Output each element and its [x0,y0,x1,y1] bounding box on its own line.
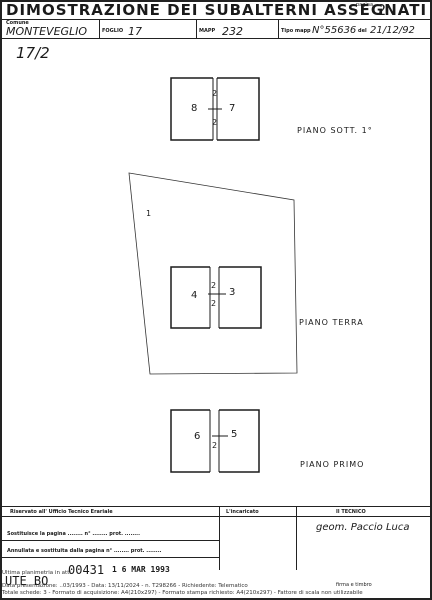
page-title: DIMOSTRAZIONE DEI SUBALTERNI ASSEGNATI [6,1,428,19]
signature-stamp-label: firma e timbro [336,582,372,588]
footer-divider [0,516,432,517]
level-label: PIANO SOTT. 1° [297,126,373,135]
subaltern-label: 1 [146,209,152,218]
header-divider [0,19,432,20]
stamp-date: 1 6 MAR 1993 [112,565,170,574]
technician-signature: geom. Paccio Luca [316,522,410,533]
meta-info: Ultima planimetria in atti [2,570,71,576]
comune-value: MONTEVEGLIO [6,25,88,38]
subaltern-label: 3 [229,287,236,298]
shared-subaltern-mark: 2 [212,89,218,98]
footer-divider [0,557,219,558]
appointee-label: L'incaricato [226,509,259,515]
footer-separator [219,506,220,570]
stamp-number: 00431 [68,563,105,577]
tipo-mappale-value: N°55636 [312,25,357,36]
del-value: 21/12/92 [370,25,415,36]
footer-divider [0,540,219,541]
subaltern-label: 5 [231,429,238,440]
subaltern-label: 6 [194,431,201,442]
shared-subaltern-mark: 2 [211,299,217,308]
footer-separator [296,506,297,570]
shared-subaltern-mark: 2 [211,281,217,290]
pagina-label: pagina [356,2,374,8]
area-boundary [128,172,298,375]
subaltern-label: 4 [191,290,198,301]
reference-number: 17/2 [16,44,50,62]
office-reserved-label: Riservato all' Ufficio Tecnico Erariale [10,509,113,515]
floor-ground-plan [170,266,262,329]
shared-subaltern-mark: 2 [212,441,218,450]
foglio-value: 17 [128,25,142,38]
subaltern-label: 8 [191,103,198,114]
meta-info: Totale schede: 3 - Formato di acquisizio… [2,590,363,596]
floor-basement-plan [170,77,260,141]
tipo-mappale-label: Tipo mapp [281,28,311,34]
technician-label: Il TECNICO [336,509,366,515]
shared-subaltern-mark: 2 [212,118,218,127]
del-label: del [358,28,367,34]
meta-info: Data presentazione: ..03/1993 - Data: 13… [2,583,248,589]
level-label: PIANO PRIMO [300,460,365,469]
mappale-value: 232 [222,25,243,38]
mappale-label: MAPP [199,28,216,34]
pagina-value: 2 [377,1,387,19]
cancelled-page-text: Annullata e sostituita dalla pagina n° .… [7,548,162,554]
replaces-page-text: Sostituisce la pagina ........ n° ......… [7,531,140,537]
footer-divider [0,506,432,507]
comune-label: Comune [6,20,29,26]
subaltern-label: 7 [229,103,236,114]
header-separator [196,19,197,38]
header-divider [0,38,432,39]
stamp-office: UTE BO [5,574,49,588]
header-separator [278,19,279,38]
foglio-label: FOGLIO [102,28,124,34]
floor-first-plan [170,409,260,473]
header-separator [99,19,100,38]
level-label: PIANO TERRA [299,318,364,327]
